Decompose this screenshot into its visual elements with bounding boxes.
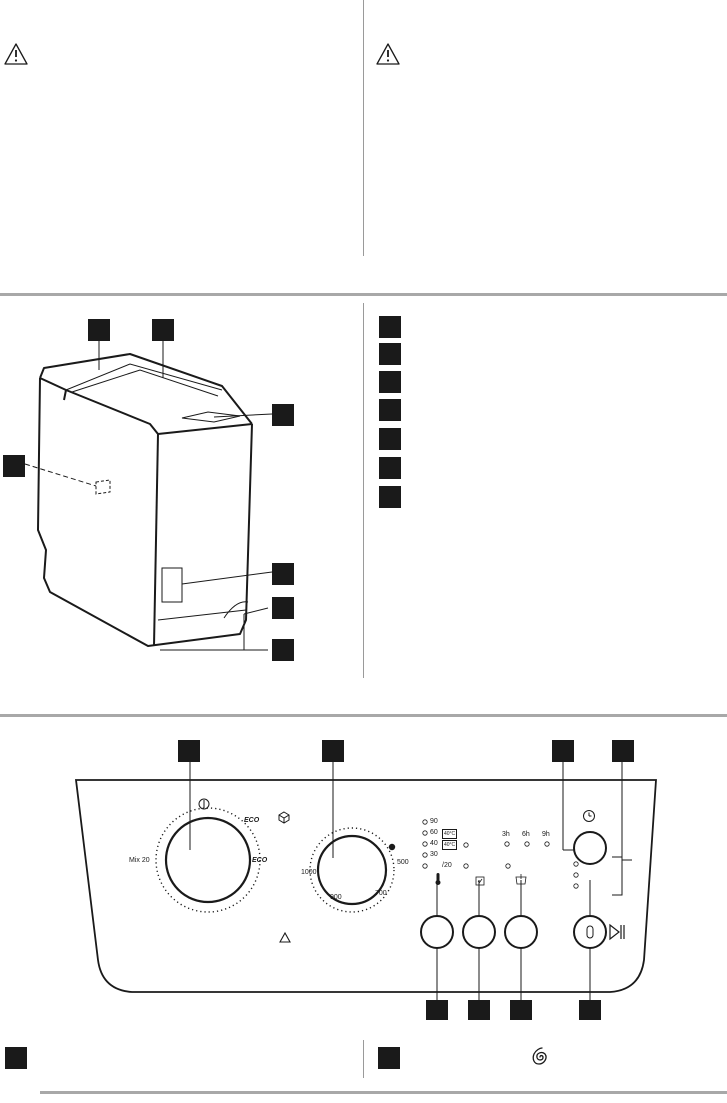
spin-label: 1000 — [301, 869, 317, 876]
delay-label: 3h — [502, 831, 510, 838]
delay-label: 6h — [522, 831, 530, 838]
shirt-icon — [475, 876, 485, 886]
spin-label: 500 — [397, 859, 409, 866]
delay-clock-icon — [583, 810, 595, 822]
eco-temp-tag: 40°C — [442, 840, 458, 850]
warning-triangle-icon — [376, 43, 400, 65]
program-label-mix: Mix 20 — [129, 857, 150, 864]
column-divider-middle — [363, 303, 364, 678]
thermometer-icon — [435, 873, 441, 885]
section-rule — [40, 1091, 727, 1094]
control-panel-outline — [74, 740, 657, 1020]
legend-marker — [379, 428, 401, 450]
temperature-label: 90 — [430, 818, 438, 825]
column-divider-top — [363, 0, 364, 256]
spin-spiral-icon — [532, 1047, 547, 1065]
program-dial — [164, 816, 252, 904]
delay-button — [573, 831, 607, 865]
program-label-eco: ECO — [252, 857, 268, 864]
temperature-label: 30 — [430, 851, 438, 858]
legend-marker — [379, 486, 401, 508]
warning-triangle-icon — [4, 43, 28, 65]
legend-marker — [378, 1047, 400, 1069]
spin-label: 900 — [330, 894, 342, 901]
start-pause-icon — [609, 923, 625, 941]
delay-label: 9h — [542, 831, 550, 838]
temperature-button — [420, 915, 454, 949]
appliance-illustration — [3, 319, 294, 661]
legend-marker — [5, 1047, 27, 1069]
start-pause-button — [573, 915, 607, 949]
door-lock-icon — [586, 925, 594, 939]
column-divider-bottom — [363, 1040, 364, 1078]
legend-marker — [379, 343, 401, 365]
section-rule — [0, 714, 727, 717]
legend-marker — [379, 399, 401, 421]
temperature-label: 40 — [430, 840, 438, 847]
prewash-button — [504, 915, 538, 949]
prewash-tub-icon — [515, 874, 527, 885]
program-label-eco: ECO — [244, 817, 260, 824]
legend-marker — [379, 316, 401, 338]
spin-dial — [316, 834, 388, 906]
temperature-label: 60 — [430, 829, 438, 836]
legend-marker — [379, 457, 401, 479]
legend-marker — [379, 371, 401, 393]
spin-label: 700 — [375, 890, 387, 897]
option-button — [462, 915, 496, 949]
eco-temp-tag: 40°C — [442, 829, 458, 839]
section-rule — [0, 293, 727, 296]
temperature-label: /20 — [442, 862, 452, 869]
